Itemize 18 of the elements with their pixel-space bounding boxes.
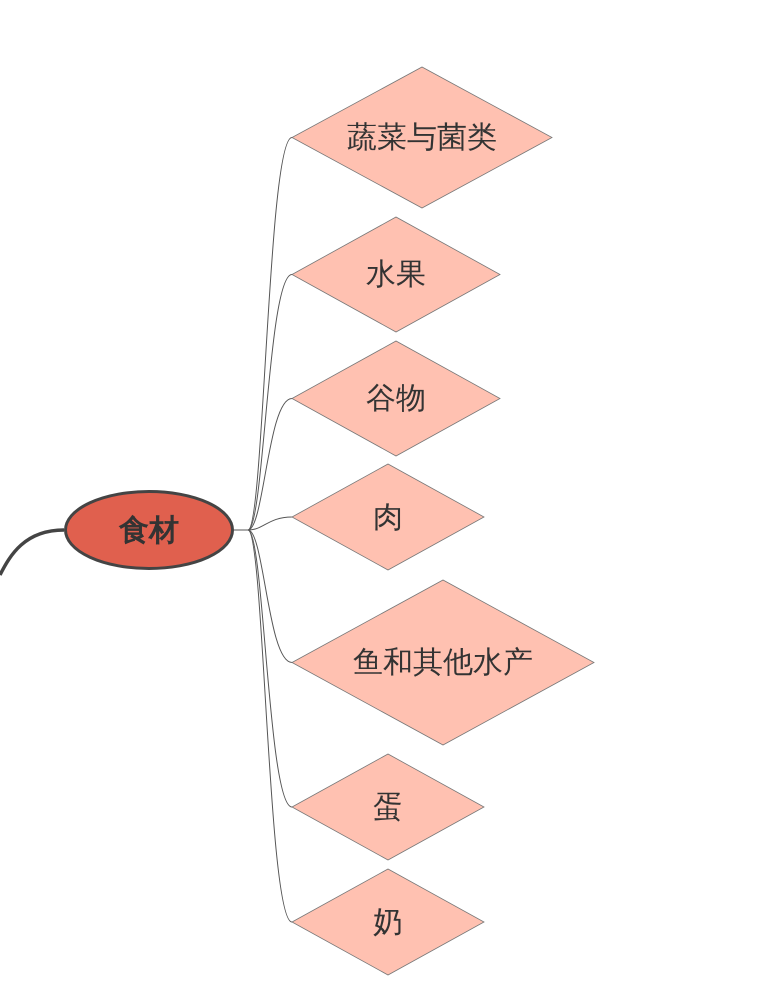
node-label: 肉	[373, 498, 403, 536]
node-label: 谷物	[366, 380, 426, 418]
branch-line	[0, 528, 64, 576]
node-label: 食材	[119, 512, 179, 550]
node-label: 奶	[373, 904, 403, 942]
node-label: 蔬菜与菌类	[347, 119, 497, 157]
ellipse-node	[64, 490, 234, 570]
node-label: 鱼和其他水产	[353, 644, 533, 682]
diamond-node	[292, 580, 594, 745]
diamond-node	[292, 217, 500, 332]
diamond-node	[292, 341, 500, 456]
diamond-node	[292, 869, 484, 975]
node-label: 蛋	[373, 788, 403, 826]
node-label: 水果	[366, 256, 426, 294]
connector-line	[234, 530, 292, 922]
diamond-node	[292, 67, 552, 208]
diamond-node	[292, 754, 484, 860]
diamond-node	[292, 464, 484, 570]
